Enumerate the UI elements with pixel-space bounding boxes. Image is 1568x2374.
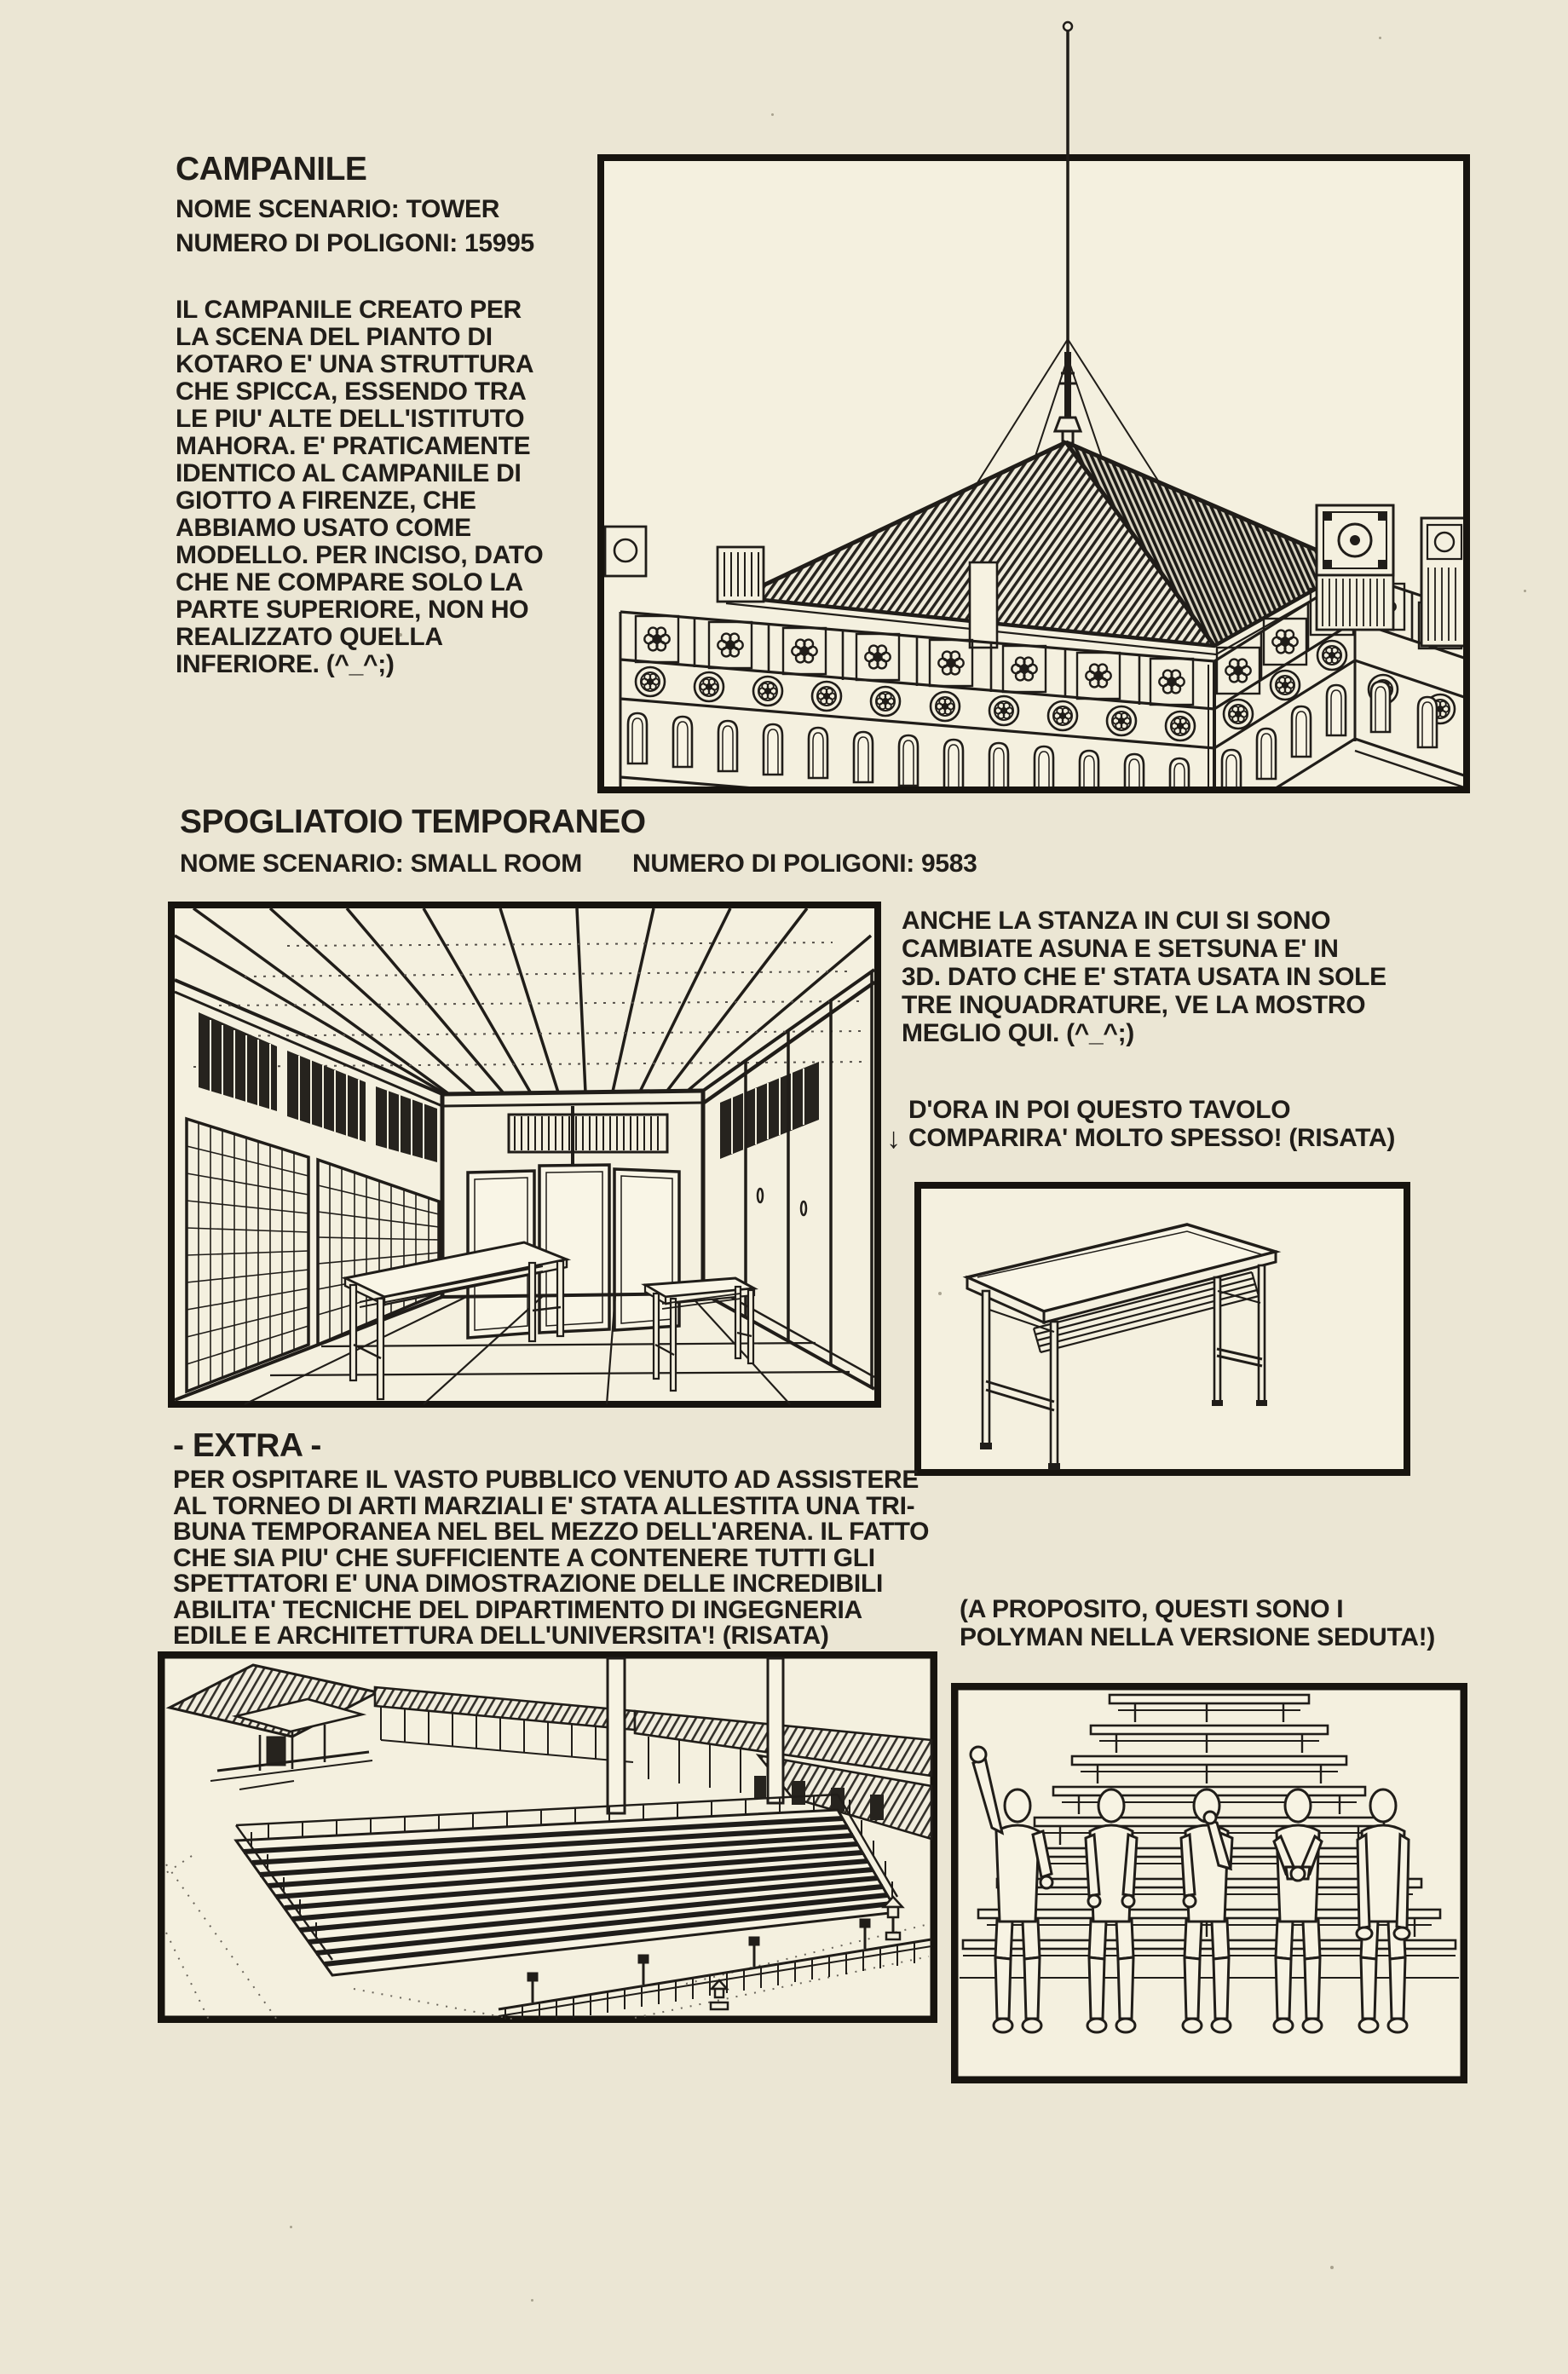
paper-speck (1330, 2266, 1334, 2269)
transom-vent (507, 1113, 669, 1154)
paper-speck (399, 633, 402, 637)
corner-balustrade-left (604, 525, 765, 603)
figure-frame (914, 1182, 1410, 1476)
medallion-band (620, 639, 1463, 750)
campanile-scenario: NOME SCENARIO: TOWER (176, 195, 500, 223)
polyman-figure-5 (1355, 1788, 1411, 2034)
ceiling-beams (174, 907, 876, 1096)
paper-speck (531, 2299, 533, 2302)
paper-speck (290, 2226, 292, 2228)
corner-balustrade-far-right (1420, 516, 1463, 648)
campanile-polygons: NUMERO DI POLIGONI: 15995 (176, 229, 534, 257)
extra-body: PER OSPITARE IL VASTO PUBBLICO VENUTO AD… (173, 1466, 930, 1650)
down-arrow-icon: ↓ (886, 1122, 901, 1155)
room-note: ANCHE LA STANZA IN CUI SI SONO CAMBIATE … (902, 907, 1386, 1047)
polyman-figure-panel (951, 1683, 1467, 2083)
tower-line-art (597, 20, 1470, 793)
table-line-art (914, 1182, 1410, 1476)
ground-tiles (165, 1855, 930, 2020)
table-note-line1: D'ORA IN POI QUESTO TAVOLO (908, 1096, 1291, 1124)
campanile-body: IL CAMPANILE CREATO PER LA SCENA DEL PIA… (176, 296, 544, 678)
tower-roof (725, 439, 1363, 656)
tower-figure (597, 15, 1474, 795)
stone-lantern-icon (709, 1895, 905, 2011)
paper-speck (1379, 37, 1381, 39)
table-figure (914, 1182, 1410, 1476)
spogliatoio-polygons: NUMERO DI POLIGONI: 9583 (632, 850, 977, 878)
spire-antenna-icon (967, 20, 1163, 504)
dark-transom-panels (199, 1012, 819, 1162)
table-note-line2: COMPARIRA' MOLTO SPESSO! (RISATA) (908, 1124, 1396, 1152)
corner-pavilion-right (1315, 504, 1395, 631)
polyman-figure-2 (1084, 1788, 1139, 2034)
polyman-line-art (951, 1683, 1467, 2083)
arena-figure (158, 1651, 937, 2023)
paper-speck (938, 1292, 942, 1295)
arena-pillars (606, 1657, 785, 1815)
extra-title: - EXTRA - (173, 1427, 321, 1464)
arena-line-art (158, 1651, 937, 2023)
folding-tables (341, 1241, 759, 1401)
shrine-building (165, 1663, 382, 1790)
foreground-fence (498, 1918, 932, 2020)
spogliatoio-title: SPOGLIATOIO TEMPORANEO (180, 804, 646, 840)
bench-rows (243, 1816, 893, 1967)
polyman-figure-3 (1179, 1788, 1234, 2034)
polyman-figure-1 (969, 1745, 1054, 2034)
spogliatoio-scenario: NOME SCENARIO: SMALL ROOM (180, 850, 582, 878)
arched-niche-band (620, 680, 1463, 787)
room-figure (168, 902, 881, 1408)
rosette-panel-band (620, 572, 1463, 711)
folding-table (962, 1223, 1282, 1470)
polyman-figure-4 (1272, 1788, 1323, 2034)
roof-hatch-dormer (968, 561, 999, 649)
polyman-note: (A PROPOSITO, QUESTI SONO I POLYMAN NELL… (960, 1595, 1435, 1651)
paper-speck (771, 113, 774, 116)
paper-speck (1524, 590, 1526, 592)
campanile-title: CAMPANILE (176, 151, 367, 187)
room-line-art (168, 902, 881, 1408)
fusuma-doors (702, 971, 875, 1387)
